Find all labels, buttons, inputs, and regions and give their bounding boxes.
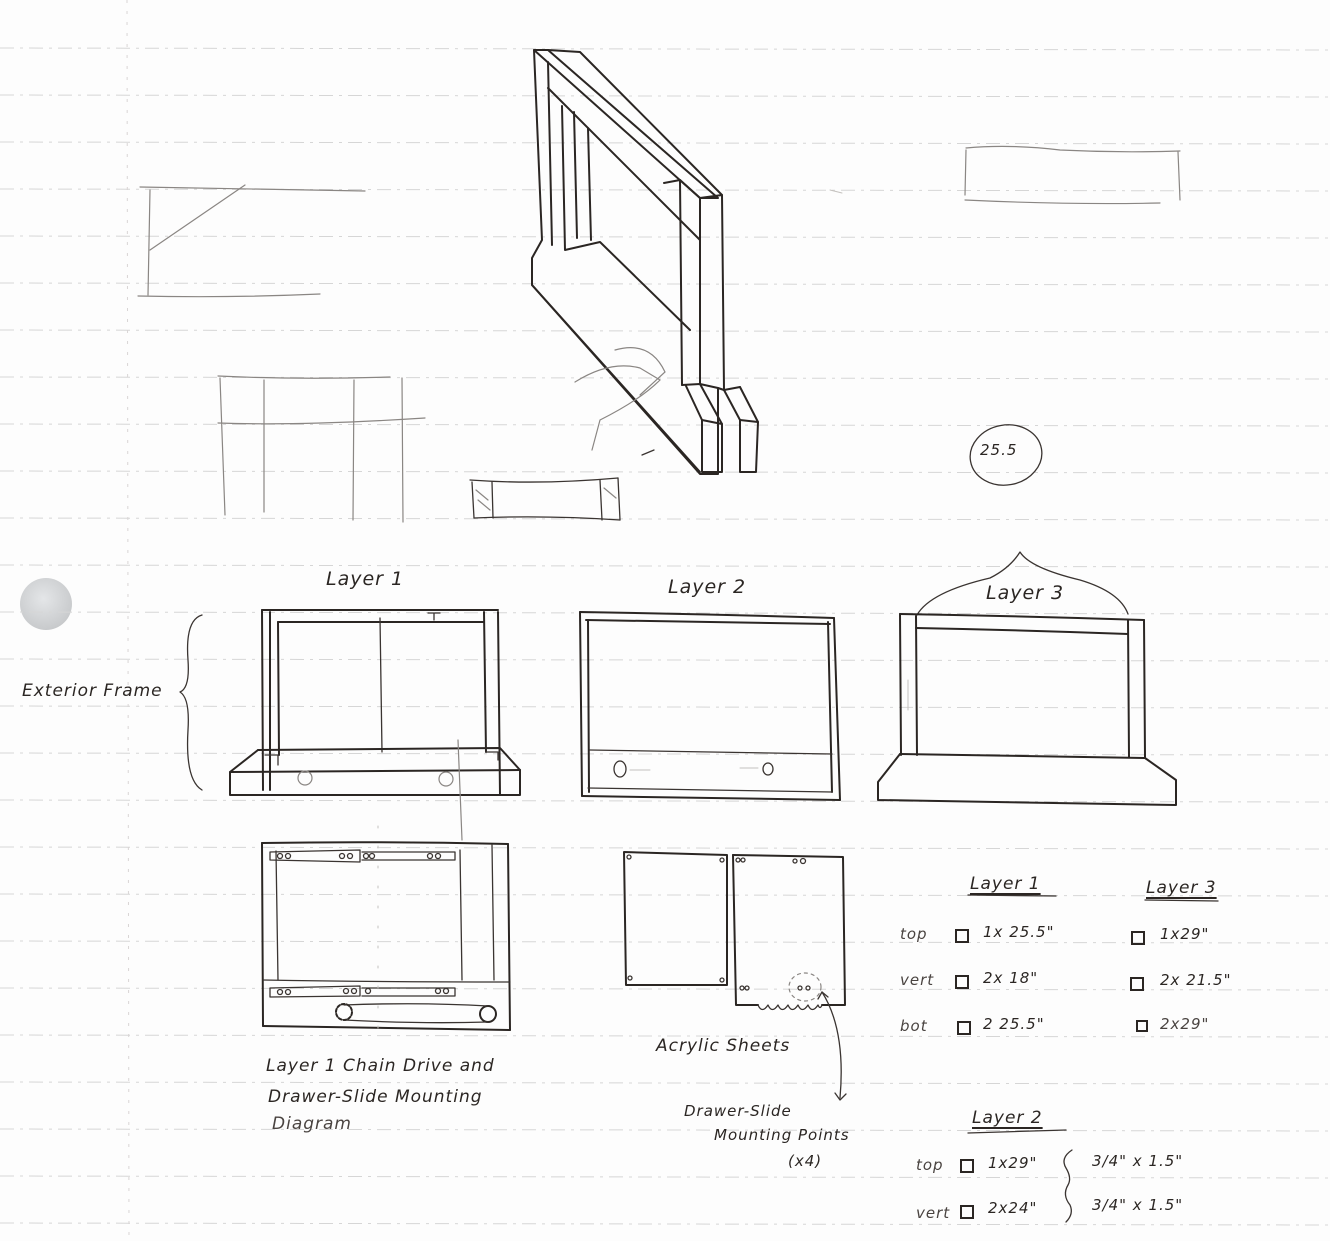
cutlist-layer3-title: Layer 3	[1146, 878, 1217, 898]
pencil-sketch-top-right	[964, 145, 1181, 486]
cutlist-layer2-row1-label: top	[916, 1156, 944, 1174]
cut-list-decorations	[967, 894, 1219, 1223]
cutlist-layer3-row1-checkbox[interactable]	[1131, 931, 1145, 945]
cutlist-layer1-row3-checkbox[interactable]	[957, 1021, 971, 1035]
cutlist-layer2-title: Layer 2	[972, 1108, 1043, 1128]
cutlist-layer2-row1-checkbox[interactable]	[960, 1159, 974, 1173]
acrylic-sheets-diagram	[623, 851, 847, 1101]
cutlist-layer1-row3-qty: 2 25.5"	[983, 1015, 1045, 1033]
cutlist-layer3-row3-checkbox[interactable]	[1136, 1020, 1148, 1032]
cutlist-layer2-row2-qty: 2x24"	[988, 1199, 1038, 1217]
cutlist-layer1-row3-label: bot	[900, 1017, 928, 1035]
acrylic-sheets-caption: Acrylic Sheets	[656, 1036, 791, 1056]
cutlist-layer1-row1-checkbox[interactable]	[955, 929, 969, 943]
cutlist-layer1-title: Layer 1	[970, 874, 1041, 894]
chain-drive-diagram	[261, 825, 511, 1041]
cutlist-layer3-row3-qty: 2x29"	[1160, 1015, 1210, 1033]
cutlist-layer1-row1-qty: 1x 25.5"	[983, 923, 1055, 941]
chain-drive-caption-line3: Diagram	[272, 1114, 352, 1134]
cutlist-layer2-row2-checkbox[interactable]	[960, 1205, 974, 1219]
mounting-points-line3: (x4)	[788, 1152, 823, 1170]
cutlist-layer1-row1-label: top	[900, 925, 928, 943]
layer1-drawing	[229, 609, 521, 841]
isometric-frame-sketch	[531, 49, 843, 475]
layer1-title: Layer 1	[326, 568, 405, 590]
circled-note: 25.5	[980, 441, 1018, 459]
cutlist-layer3-row2-checkbox[interactable]	[1130, 977, 1144, 991]
chain-drive-caption-line1: Layer 1 Chain Drive and	[266, 1056, 495, 1076]
layer2-title: Layer 2	[668, 576, 747, 598]
cutlist-layer2-row2-label: vert	[916, 1204, 951, 1222]
cutlist-layer2-row1-dims: 3/4" x 1.5"	[1092, 1152, 1184, 1170]
cutlist-layer2-row1-qty: 1x29"	[988, 1154, 1038, 1172]
exterior-frame-label: Exterior Frame	[22, 681, 163, 701]
binder-hole	[20, 578, 72, 630]
cutlist-layer1-row2-checkbox[interactable]	[955, 975, 969, 989]
layer3-title: Layer 3	[986, 582, 1065, 604]
layer2-drawing	[579, 611, 841, 801]
cutlist-layer2-row2-dims: 3/4" x 1.5"	[1092, 1196, 1184, 1214]
cutlist-layer3-row2-qty: 2x 21.5"	[1160, 971, 1232, 989]
pencil-sketch-top-left	[137, 184, 426, 523]
chain-drive-caption-line2: Drawer-Slide Mounting	[268, 1087, 483, 1107]
cutlist-layer1-row2-qty: 2x 18"	[983, 969, 1039, 987]
exterior-frame-brace	[179, 614, 203, 791]
layer3-drawing	[877, 551, 1177, 806]
mounting-points-line1: Drawer-Slide	[684, 1102, 792, 1120]
pencil-sketch-small-box	[469, 477, 621, 521]
cutlist-layer3-row1-qty: 1x29"	[1160, 925, 1210, 943]
cutlist-layer1-row2-label: vert	[900, 971, 935, 989]
mounting-points-line2: Mounting Points	[714, 1126, 850, 1144]
